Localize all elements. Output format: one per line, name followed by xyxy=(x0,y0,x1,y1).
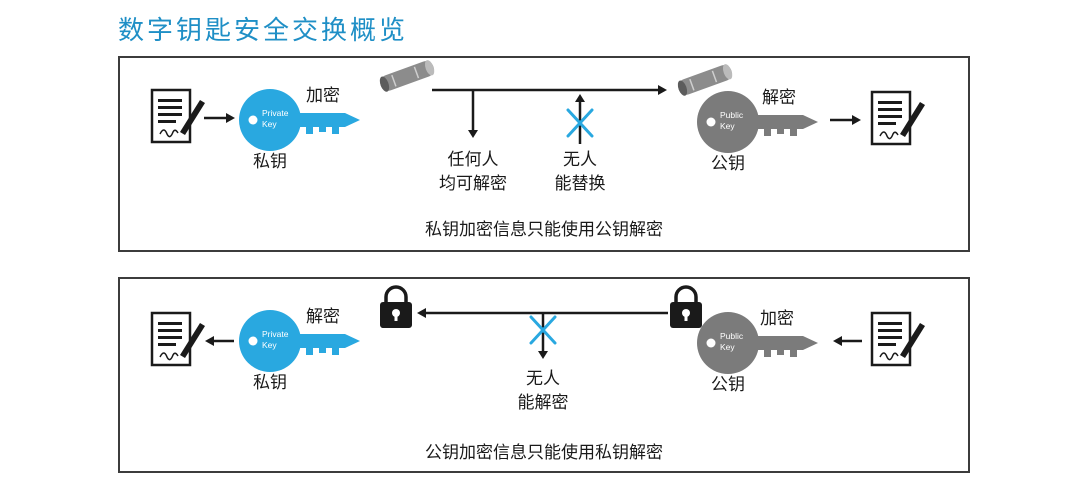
private-key-text-2: Key xyxy=(262,119,277,129)
public-key-text-2: Key xyxy=(720,342,735,352)
document-icon xyxy=(870,311,925,367)
scroll-certificate-icon xyxy=(379,60,435,92)
no-one-can-decrypt-label: 无人 能解密 xyxy=(517,369,569,413)
decrypt-label: 解密 xyxy=(762,88,796,108)
panel-public-key-encryption: Private Key Public Key 解密 加密 私钥 公钥 无人 能解… xyxy=(118,277,970,473)
private-key-text-1: Private xyxy=(262,329,289,339)
private-key-text-1: Private xyxy=(262,108,289,118)
public-key-text-1: Public xyxy=(720,331,744,341)
arrow-icon xyxy=(830,115,861,125)
arrow-icon xyxy=(468,90,478,138)
scroll-certificate-icon xyxy=(677,64,733,96)
no-one-can-replace-label: 无人 能替换 xyxy=(554,150,606,194)
page-title: 数字钥匙安全交换概览 xyxy=(118,16,409,46)
panel1-artwork xyxy=(150,60,925,153)
public-key-icon xyxy=(697,91,818,153)
cross-mark-icon xyxy=(566,108,594,138)
anyone-can-decrypt-label: 任何人 均可解密 xyxy=(439,150,507,194)
arrow-icon xyxy=(204,113,235,123)
document-icon xyxy=(150,311,205,367)
encrypt-label: 加密 xyxy=(760,309,794,329)
cross-mark-icon xyxy=(529,315,557,345)
arrow-icon xyxy=(417,308,668,318)
panel1-footer: 私钥加密信息只能使用公钥解密 xyxy=(425,220,663,240)
panel2-footer: 公钥加密信息只能使用私钥解密 xyxy=(425,443,663,463)
decrypt-label: 解密 xyxy=(306,307,340,327)
panel2-artwork xyxy=(150,285,925,374)
document-icon xyxy=(150,88,205,144)
panel-private-key-encryption: Private Key Public Key 加密 解密 私钥 公钥 任何人 均… xyxy=(118,56,970,252)
public-key-icon xyxy=(697,312,818,374)
private-key-caption: 私钥 xyxy=(253,152,287,172)
arrow-icon xyxy=(432,85,667,95)
padlock-icon xyxy=(380,285,412,328)
private-key-caption: 私钥 xyxy=(253,373,287,393)
private-key-text-2: Key xyxy=(262,340,277,350)
private-key-icon xyxy=(239,89,360,151)
private-key-icon xyxy=(239,310,360,372)
public-key-text-2: Key xyxy=(720,121,735,131)
arrow-icon xyxy=(205,336,234,346)
public-key-caption: 公钥 xyxy=(711,154,745,174)
public-key-caption: 公钥 xyxy=(711,375,745,395)
arrow-icon xyxy=(833,336,862,346)
document-icon xyxy=(870,90,925,146)
padlock-icon xyxy=(670,285,702,328)
encrypt-label: 加密 xyxy=(306,86,340,106)
public-key-text-1: Public xyxy=(720,110,744,120)
